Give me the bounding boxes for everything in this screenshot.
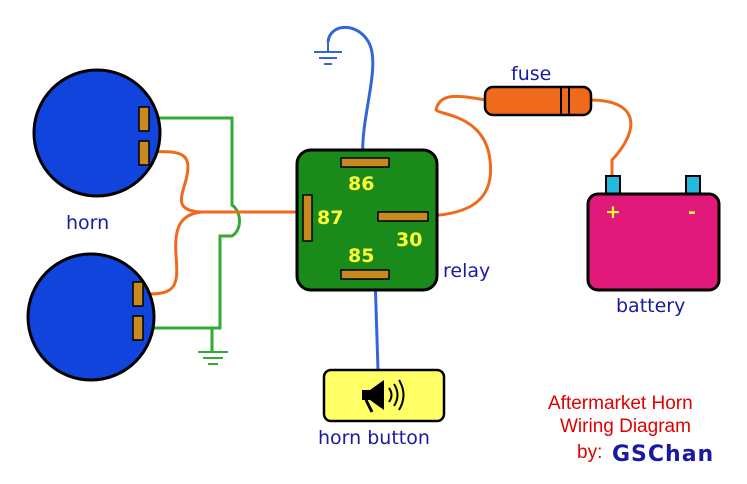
relay-pin-86 xyxy=(340,157,390,168)
megaphone-icon xyxy=(362,379,405,413)
credit-line-1: Aftermarket Horn xyxy=(548,393,693,414)
horn-bottom-body xyxy=(26,252,156,382)
orange-wire-fuse-to-battery xyxy=(589,98,633,176)
relay: 86 87 30 85 xyxy=(295,148,439,292)
relay-label: relay xyxy=(443,260,490,282)
fuse-body xyxy=(483,85,593,117)
relay-terminal-86: 86 xyxy=(348,173,374,195)
blue-wire-85-to-button xyxy=(373,275,380,371)
credit-by: by: xyxy=(577,442,602,463)
horn-top-terminal-1 xyxy=(138,106,150,132)
orange-wires xyxy=(149,94,633,296)
horn-top-body xyxy=(32,68,162,198)
battery-label: battery xyxy=(616,295,685,317)
blue-wire-86-to-ground xyxy=(326,25,375,159)
relay-pin-30 xyxy=(377,211,429,222)
ground-symbol-icon xyxy=(198,351,228,365)
battery-body xyxy=(586,192,721,292)
fuse-label: fuse xyxy=(511,63,551,85)
horn-top-terminal-2 xyxy=(138,140,150,166)
horn-label: horn xyxy=(66,212,109,234)
orange-wire-30-to-fuse xyxy=(427,94,493,218)
relay-body xyxy=(295,148,439,292)
fuse xyxy=(483,85,593,117)
ground-symbol-icon xyxy=(314,42,342,65)
orange-wire-horn1-to-87 xyxy=(149,150,300,214)
horn-bottom-terminal-1 xyxy=(132,281,144,307)
horn-bottom-terminal-2 xyxy=(132,315,144,341)
relay-pin-87 xyxy=(302,194,313,242)
horn-bottom xyxy=(26,252,156,382)
relay-terminal-87: 87 xyxy=(317,207,343,229)
relay-pin-85 xyxy=(340,269,390,280)
orange-wire-horn2-to-87 xyxy=(149,210,203,296)
green-wire-horn1-to-ground xyxy=(150,116,241,330)
battery: + - xyxy=(586,175,721,292)
horn-button-label: horn button xyxy=(318,427,430,449)
credit-line-2: Wiring Diagram xyxy=(560,416,691,437)
relay-terminal-85: 85 xyxy=(348,245,374,267)
credit-author: GSChan xyxy=(612,442,714,467)
battery-positive-label: + xyxy=(605,201,621,223)
green-ground-wires xyxy=(150,116,241,352)
blue-wires xyxy=(326,25,380,371)
relay-terminal-30: 30 xyxy=(396,229,422,251)
battery-negative-label: - xyxy=(688,201,696,223)
horn-top xyxy=(32,68,162,198)
horn-button xyxy=(322,368,446,423)
